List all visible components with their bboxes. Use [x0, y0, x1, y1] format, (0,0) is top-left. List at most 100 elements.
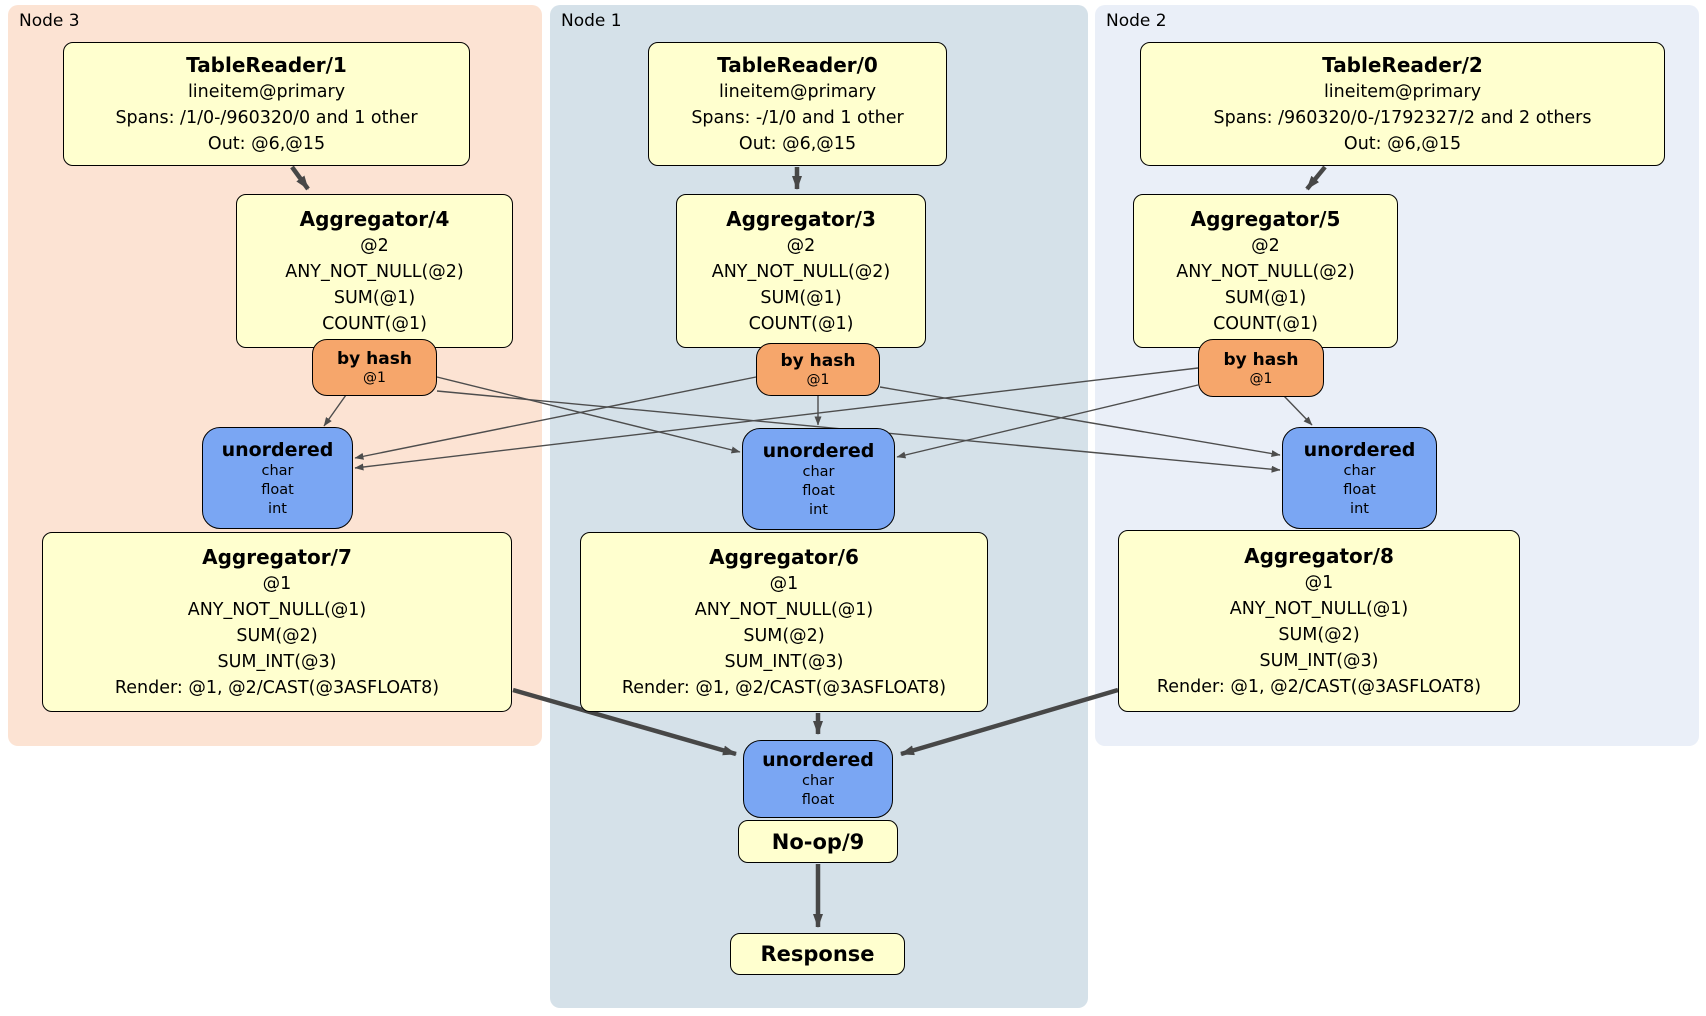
region-node1-label: Node 1	[561, 11, 622, 31]
router-title: by hash	[780, 351, 856, 371]
processor-tablereader-0: TableReader/0 lineitem@primary Spans: -/…	[648, 42, 947, 166]
processor-detail: Spans: /960320/0-/1792327/2 and 2 others	[1213, 108, 1592, 128]
processor-detail: lineitem@primary	[187, 82, 346, 102]
sync-column-type: int	[1350, 500, 1369, 517]
sync-column-type: char	[1343, 462, 1376, 479]
sync-title: unordered	[762, 749, 874, 771]
processor-detail: ANY_NOT_NULL(@1)	[187, 600, 367, 620]
processor-response: Response	[730, 933, 905, 975]
edge-byhash1-to-unordered2	[879, 386, 1281, 458]
processor-detail: SUM(@2)	[743, 626, 825, 646]
processor-detail: lineitem@primary	[718, 82, 877, 102]
edge-aggregator8-to-unordered-final	[900, 687, 1119, 757]
processor-detail: Render: @1, @2/CAST(@3ASFLOAT8)	[621, 678, 947, 698]
processor-title: TableReader/1	[186, 53, 347, 77]
processor-detail: SUM_INT(@3)	[217, 652, 337, 672]
processor-detail: COUNT(@1)	[748, 314, 854, 334]
edge-aggregator7-to-unordered-final	[512, 687, 737, 757]
sync-title: unordered	[762, 439, 875, 462]
processor-detail: ANY_NOT_NULL(@1)	[694, 600, 874, 620]
sync-column-type: char	[801, 773, 834, 789]
sync-unordered-final: unordered char float	[743, 740, 893, 818]
processor-detail: COUNT(@1)	[322, 314, 427, 334]
processor-detail: Spans: -/1/0 and 1 other	[691, 108, 904, 128]
processor-detail: ANY_NOT_NULL(@2)	[285, 262, 464, 282]
processor-title: No-op/9	[771, 829, 865, 854]
edge-tablereader1-to-aggregator4	[290, 165, 310, 191]
processor-detail: Spans: /1/0-/960320/0 and 1 other	[115, 108, 418, 128]
router-title: by hash	[337, 349, 412, 369]
processor-detail: ANY_NOT_NULL(@1)	[1229, 599, 1409, 619]
processor-detail: @2	[360, 236, 389, 256]
processor-detail: @1	[1304, 573, 1334, 593]
router-by-hash-node1: by hash @1	[756, 343, 880, 396]
processor-title: Aggregator/6	[709, 545, 859, 569]
edge-tablereader2-to-aggregator5	[1305, 165, 1327, 191]
processor-detail: SUM(@1)	[1224, 288, 1307, 308]
processor-detail: Render: @1, @2/CAST(@3ASFLOAT8)	[114, 678, 440, 698]
processor-detail: @2	[786, 236, 816, 256]
processor-detail: ANY_NOT_NULL(@2)	[711, 262, 891, 282]
processor-detail: ANY_NOT_NULL(@2)	[1176, 262, 1355, 282]
processor-detail: SUM_INT(@3)	[724, 652, 844, 672]
processor-aggregator-3: Aggregator/3 @2 ANY_NOT_NULL(@2) SUM(@1)…	[676, 194, 926, 348]
processor-tablereader-1: TableReader/1 lineitem@primary Spans: /1…	[63, 42, 470, 166]
processor-detail: @1	[262, 574, 292, 594]
processor-aggregator-4: Aggregator/4 @2 ANY_NOT_NULL(@2) SUM(@1)…	[236, 194, 513, 348]
sync-column-type: float	[261, 481, 294, 498]
sync-column-type: int	[268, 500, 287, 517]
processor-detail: SUM(@2)	[1278, 625, 1360, 645]
processor-tablereader-2: TableReader/2 lineitem@primary Spans: /9…	[1140, 42, 1665, 166]
processor-title: Aggregator/5	[1190, 207, 1341, 231]
processor-title: Response	[760, 942, 875, 966]
processor-aggregator-7: Aggregator/7 @1 ANY_NOT_NULL(@1) SUM(@2)…	[42, 532, 512, 712]
processor-detail: lineitem@primary	[1323, 82, 1482, 102]
router-title: by hash	[1223, 349, 1299, 370]
sync-column-type: char	[802, 463, 835, 480]
edge-byhash3-to-unordered1	[436, 376, 741, 454]
processor-detail: SUM_INT(@3)	[1259, 651, 1379, 671]
edge-byhash3-to-unordered3	[323, 394, 347, 427]
processor-title: TableReader/2	[1322, 53, 1483, 77]
processor-title: Aggregator/4	[299, 207, 450, 231]
router-detail: @1	[363, 370, 386, 386]
processor-detail: SUM(@1)	[760, 288, 842, 308]
sync-unordered-node1: unordered char float int	[742, 428, 895, 530]
processor-detail: SUM(@1)	[333, 288, 416, 308]
sync-column-type: float	[802, 482, 835, 499]
router-detail: @1	[806, 372, 830, 388]
sync-unordered-node2: unordered char float int	[1282, 427, 1437, 529]
edge-byhash2-to-unordered1	[896, 384, 1199, 459]
processor-detail: @2	[1251, 236, 1280, 256]
router-by-hash-node3: by hash @1	[312, 339, 437, 396]
sync-column-type: float	[1343, 481, 1376, 498]
region-node3-label: Node 3	[19, 11, 80, 31]
edge-byhash2-to-unordered3	[354, 367, 1199, 471]
sync-title: unordered	[221, 438, 334, 461]
region-node2-label: Node 2	[1106, 11, 1167, 31]
sync-column-type: int	[809, 501, 828, 518]
processor-title: Aggregator/3	[726, 207, 876, 231]
processor-title: Aggregator/7	[202, 545, 352, 569]
router-detail: @1	[1249, 370, 1273, 387]
processor-title: Aggregator/8	[1244, 544, 1394, 568]
processor-detail: Out: @6,@15	[207, 134, 326, 154]
processor-detail: COUNT(@1)	[1213, 314, 1318, 334]
processor-aggregator-8: Aggregator/8 @1 ANY_NOT_NULL(@1) SUM(@2)…	[1118, 530, 1520, 712]
sync-unordered-node3: unordered char float int	[202, 427, 353, 529]
sync-column-type: char	[261, 462, 294, 479]
router-by-hash-node2: by hash @1	[1198, 339, 1324, 397]
sync-title: unordered	[1303, 438, 1416, 461]
processor-detail: Out: @6,@15	[1343, 134, 1462, 154]
processor-aggregator-6: Aggregator/6 @1 ANY_NOT_NULL(@1) SUM(@2)…	[580, 532, 988, 712]
processor-detail: SUM(@2)	[236, 626, 318, 646]
processor-detail: Out: @6,@15	[738, 134, 857, 154]
processor-detail: Render: @1, @2/CAST(@3ASFLOAT8)	[1156, 677, 1482, 697]
processor-aggregator-5: Aggregator/5 @2 ANY_NOT_NULL(@2) SUM(@1)…	[1133, 194, 1398, 348]
processor-noop-9: No-op/9	[738, 820, 898, 863]
sync-column-type: float	[801, 792, 835, 808]
edge-byhash1-to-unordered3	[354, 376, 757, 460]
edge-byhash2-to-unordered2	[1283, 395, 1313, 426]
processor-detail: @1	[769, 574, 799, 594]
